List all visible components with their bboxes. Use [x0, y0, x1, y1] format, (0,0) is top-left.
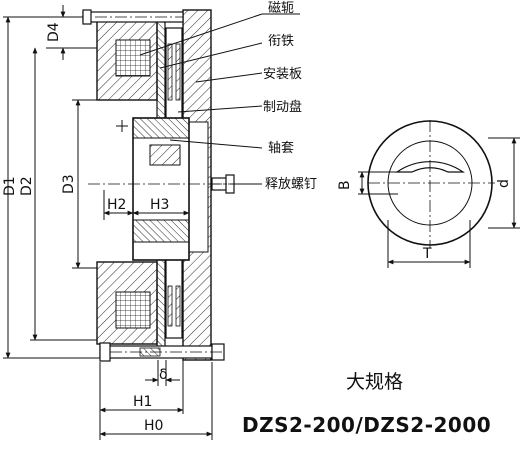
dim-h1: H1	[133, 394, 152, 410]
dim-d1: D1	[2, 176, 18, 196]
section-view	[82, 9, 245, 362]
label-brake-disc: 制动盘	[263, 99, 302, 115]
label-release-screw: 释放螺钉	[265, 177, 317, 192]
end-view: B d T	[337, 120, 520, 268]
dimension-lines	[3, 5, 213, 440]
caption: 大规格 DZS2-200/DZS2-2000	[242, 371, 491, 437]
armature-lower	[156, 247, 166, 349]
dim-t: T	[422, 246, 432, 262]
part-labels: 磁轭 衔铁 安装板 制动盘 轴套 释放螺钉	[139, 0, 317, 192]
caption-model: DZS2-200/DZS2-2000	[242, 413, 491, 437]
dim-h2: H2	[107, 197, 126, 213]
coil-upper	[115, 39, 151, 77]
dim-h3: H3	[150, 197, 169, 213]
armature-upper	[156, 13, 166, 133]
dimension-labels: D4 D1 D2 D3 H2 H3 δ H1 H0	[2, 22, 169, 434]
label-sleeve: 轴套	[268, 140, 294, 156]
dim-delta: δ	[159, 367, 168, 383]
label-yoke: 磁轭	[268, 0, 294, 16]
dim-h0: H0	[144, 418, 163, 434]
caption-size: 大规格	[346, 371, 403, 393]
label-mounting-plate: 安装板	[263, 67, 302, 82]
dim-d2: D2	[19, 176, 35, 196]
dim-d3: D3	[61, 174, 77, 194]
dim-b: B	[337, 180, 353, 190]
dim-d-small: d	[496, 179, 512, 188]
coil-lower	[115, 291, 151, 329]
label-armature: 衔铁	[268, 34, 294, 49]
dim-d4: D4	[46, 22, 62, 42]
